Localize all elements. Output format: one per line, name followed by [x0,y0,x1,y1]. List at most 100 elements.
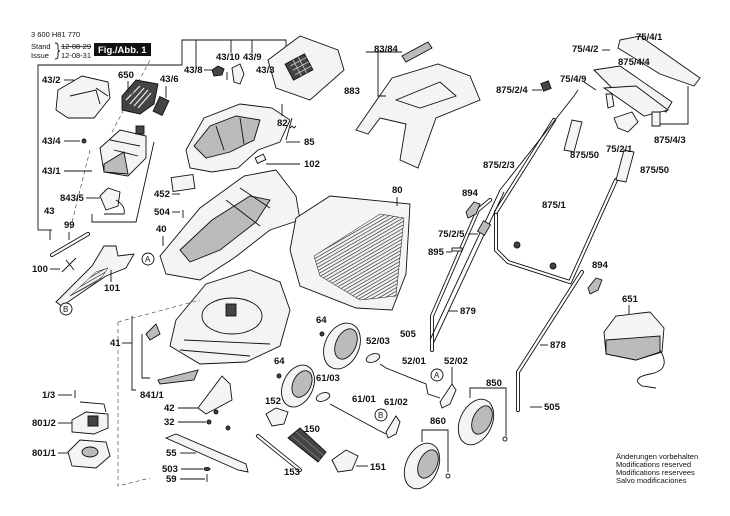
figure-label: Fig./Abb. 1 [98,45,147,56]
part-875-2-4 [540,80,552,92]
cap-850 [502,436,508,442]
wheel-860 [403,442,441,490]
label-505-right: 505 [544,402,561,413]
screw-43-4 [81,138,87,144]
part-75-2-5 [476,220,492,236]
label-75-4-2: 75/4/2 [572,44,598,55]
part-151-bearing-right [331,449,359,473]
label-651: 651 [622,294,639,305]
label-875-2-4: 875/2/4 [496,85,528,96]
label-64-upper: 64 [316,315,327,326]
bracket-860 [421,429,449,472]
label-894-right: 894 [592,260,609,271]
label-52-01: 52/01 [402,356,426,367]
bracket-41 [131,316,136,391]
cable-875-2-3 [429,89,579,343]
part-labels: 43/2 650 43/6 43/8 43/10 43/9 43/3 43/4 … [32,32,686,485]
label-875-50-right: 875/50 [640,165,669,176]
bracket-875-4-3 [660,86,689,125]
part-43-10 [231,63,245,85]
label-452: 452 [154,189,170,200]
figure-label-box [94,43,151,56]
part-152-bearing-left [265,407,289,427]
label-43-8: 43/8 [184,65,203,76]
bracket-883 [366,51,386,97]
part-55-blade [164,433,249,473]
issue-date: 12-08-31 [61,51,91,60]
label-153: 153 [284,467,300,478]
svg-text:A: A [434,371,440,380]
note-es: Salvo modificaciones [616,476,687,485]
svg-text:B: B [63,305,68,314]
assembly-box-motor [117,299,201,487]
nut-upper [513,241,521,249]
part-41-deck [169,269,291,365]
label-102: 102 [304,159,320,170]
part-43-1-battery-holder [81,125,147,177]
nut-lower [549,262,557,270]
washer-503 [203,467,211,471]
label-43-9: 43/9 [243,52,262,63]
callout-a-right: A [430,368,444,382]
part-61-01-axle [329,403,387,435]
label-52-03: 52/03 [366,336,390,347]
label-151: 151 [370,462,387,473]
label-43-10: 43/10 [216,52,240,63]
label-841-1: 841/1 [140,390,164,401]
part-52-01-axle [379,363,441,399]
callout-b-left: B [59,302,73,316]
part-801-2-motor-board [71,401,109,435]
label-878: 878 [550,340,566,351]
label-860: 860 [430,416,446,427]
label-505-left: 505 [400,329,417,340]
note-de: Änderungen vorbehalten [616,452,698,461]
label-100: 100 [32,264,48,275]
part-883-rear-flap [355,63,481,169]
label-801-1: 801/1 [32,448,56,459]
label-875-2-3: 875/2/3 [483,160,515,171]
note-en: Modifications reserved [616,460,691,469]
nut-64-upper [319,331,325,337]
part-small-contact [135,125,145,135]
label-43-3: 43/3 [256,65,275,76]
label-99: 99 [64,220,75,231]
part-61-02-lever [385,415,401,439]
label-61-02: 61/02 [384,397,408,408]
part-894-knob-right [587,277,603,295]
callout-a-left: A [141,252,155,266]
part-801-1-motor [67,439,111,469]
part-875-50-left [563,119,583,153]
part-895-pin [451,247,463,252]
part-83-84-grip [401,41,433,63]
part-843-5-connector [99,187,125,215]
part-841-1-guide-b [157,369,199,385]
label-875-4-3: 875/4/3 [654,135,686,146]
svg-text:A: A [145,255,151,264]
cap-860 [445,473,451,479]
part-841-1-guide-a [145,323,161,341]
label-875-4-4: 875/4/4 [618,57,650,68]
label-85: 85 [304,137,315,148]
part-651-charger [603,311,665,389]
label-875-1: 875/1 [542,200,566,211]
brace [54,42,61,60]
part-43-8 [211,65,225,77]
note-fr: Modifications reservees [616,468,695,477]
nut-64-lower [276,373,282,379]
part-82-cover [267,35,345,101]
issue-label: Issue [31,51,49,60]
handle-top-assembly [593,35,701,133]
part-452-switch [170,174,196,192]
label-43: 43 [44,206,55,217]
handle-tubes [429,89,635,412]
bracket-850 [469,387,507,436]
wheel-850 [457,398,495,446]
label-83-84: 83/84 [374,44,398,55]
label-843-5: 843/5 [60,193,84,204]
label-64-lower: 64 [274,356,285,367]
label-43-6: 43/6 [160,74,179,85]
label-875-50-left: 875/50 [570,150,599,161]
part-52-02-lever [439,383,457,409]
label-52-02: 52/02 [444,356,468,367]
label-42: 42 [164,403,175,414]
